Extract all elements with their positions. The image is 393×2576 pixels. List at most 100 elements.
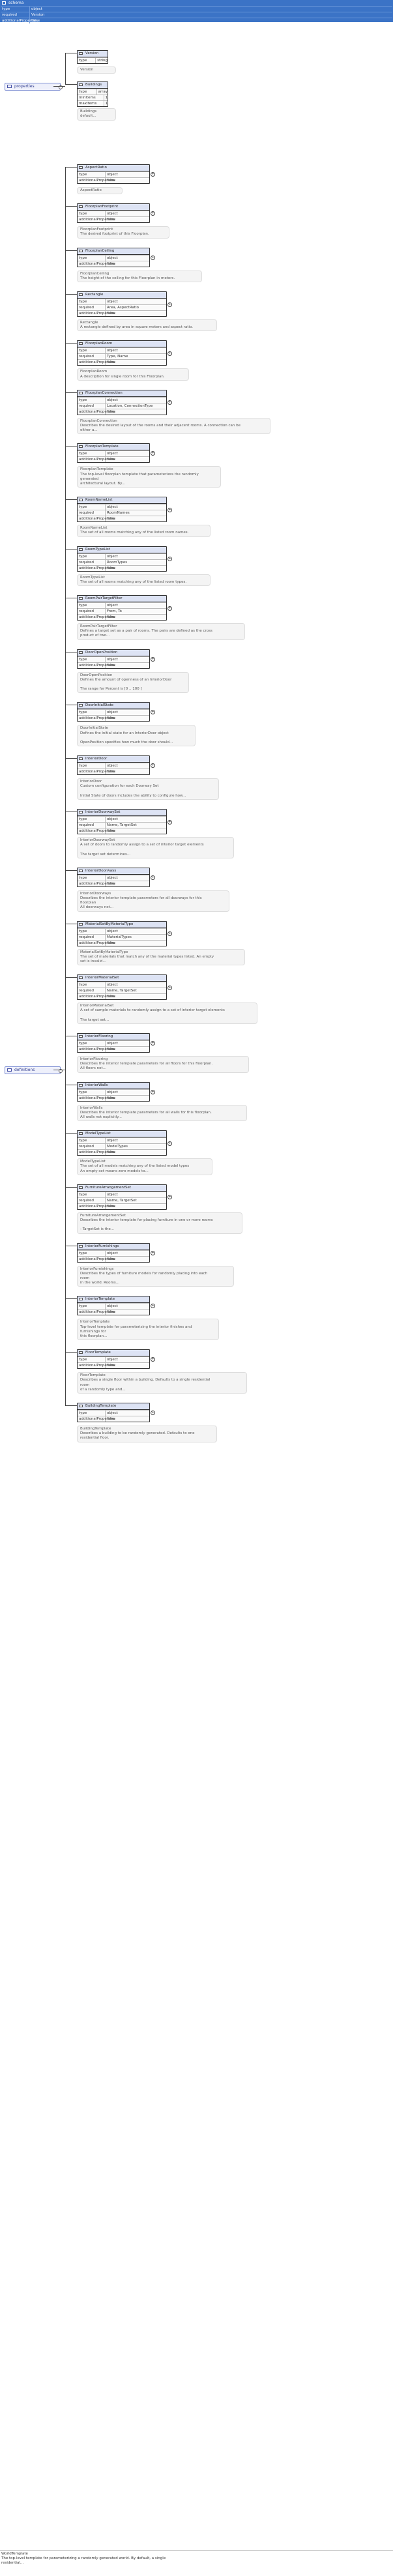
property-title[interactable]: FloorplanTemplate (78, 444, 149, 451)
property-title[interactable]: InteriorFlooring (78, 1034, 149, 1040)
property-title[interactable]: InteriorMaterialSet (78, 975, 166, 982)
property-title[interactable]: FloorTemplate (78, 1350, 149, 1357)
expand-toggle-icon[interactable]: + (151, 255, 155, 260)
expand-toggle-icon[interactable]: + (151, 1041, 155, 1046)
expand-toggle-icon[interactable]: + (151, 211, 155, 216)
property-title[interactable]: InteriorDoorwaySet (78, 810, 166, 816)
properties-collapse-toggle[interactable] (59, 85, 63, 89)
attribute-value: false (107, 941, 116, 945)
property-title[interactable]: Version (78, 51, 108, 57)
property-title[interactable]: AspectRatio (78, 165, 149, 171)
property-title[interactable]: InteriorDoorways (78, 868, 149, 875)
definitions-section[interactable]: definitions (5, 1066, 63, 1074)
property-title[interactable]: RoomNameList (78, 497, 166, 505)
property-title[interactable]: FloorplanConnection (78, 390, 166, 397)
expand-toggle-icon[interactable]: + (167, 400, 172, 405)
expand-toggle-icon[interactable]: + (167, 302, 172, 307)
expand-toggle-icon[interactable]: + (167, 1195, 172, 1200)
expand-toggle-icon[interactable]: + (167, 557, 172, 562)
property-title[interactable]: ModelTypeList (78, 1131, 166, 1138)
expand-toggle-icon[interactable]: + (151, 451, 155, 456)
expand-toggle-icon[interactable]: + (167, 931, 172, 937)
property-title[interactable]: InteriorFurnishings (78, 1243, 149, 1250)
expand-toggle-icon[interactable]: + (151, 710, 155, 715)
object-icon (79, 976, 83, 980)
expand-toggle-icon[interactable]: + (167, 351, 172, 356)
expand-toggle-icon[interactable]: + (167, 819, 172, 825)
property-title[interactable]: DoorInitialState (78, 703, 149, 710)
attribute-key: additionalProperties (79, 716, 115, 722)
description-note: MaterialSetByMaterialType The set of mat… (77, 948, 245, 966)
properties-section[interactable]: properties (5, 83, 63, 91)
property-title[interactable]: Rectangle (78, 292, 166, 299)
property-title[interactable]: InteriorTemplate (78, 1296, 149, 1304)
connector-line (65, 1133, 77, 1134)
expand-toggle-icon[interactable]: + (167, 1141, 172, 1146)
expand-toggle-icon[interactable]: + (151, 1089, 155, 1094)
expand-toggle-icon[interactable]: + (151, 656, 155, 662)
description-note: InteriorDoorwaySet A set of doors to ran… (77, 837, 234, 858)
attribute-key: type (78, 1250, 106, 1256)
expand-toggle-icon[interactable]: + (151, 1411, 155, 1415)
expand-toggle-icon[interactable]: + (151, 1304, 155, 1309)
property-title[interactable]: BuildingTemplate (78, 1403, 149, 1410)
attribute-value: object (107, 929, 118, 933)
property-title[interactable]: MaterialSetByMaterialType (78, 921, 166, 928)
property-title[interactable]: InteriorWalls (78, 1082, 149, 1089)
definitions-collapse-toggle[interactable] (59, 1069, 63, 1073)
expand-toggle-icon[interactable]: + (167, 606, 172, 611)
expand-toggle-icon[interactable]: + (167, 985, 172, 990)
expand-toggle-icon[interactable]: + (151, 1357, 155, 1362)
property-title[interactable]: Buildings (78, 82, 108, 89)
property-title[interactable]: RoomTypeList (78, 546, 166, 553)
root-row-key: type (1, 7, 30, 12)
property-title[interactable]: FloorplanFootprint (78, 204, 149, 211)
property-title[interactable]: FurnitureArrangementSet (78, 1184, 166, 1192)
expand-toggle-icon[interactable]: + (167, 507, 172, 512)
connector-line (65, 167, 66, 1405)
attribute-key: additionalProperties (79, 516, 115, 522)
property-title[interactable]: RoomPairTargetFilter (78, 596, 166, 602)
property-name: InteriorDoorways (85, 868, 117, 873)
property-title[interactable]: DoorOpenPosition (78, 649, 149, 656)
property-title[interactable]: FloorplanRoom (78, 341, 166, 348)
expand-toggle-icon[interactable]: + (151, 172, 155, 177)
property-title[interactable]: FloorplanCeiling (78, 248, 149, 255)
expand-toggle-icon[interactable]: + (151, 875, 155, 880)
description-note: Rectangle A rectangle defined by area in… (77, 319, 217, 332)
expand-toggle-icon[interactable]: + (151, 1250, 155, 1255)
attribute-value: object (107, 1042, 118, 1046)
expand-toggle-icon[interactable]: + (151, 763, 155, 768)
property-title[interactable]: InteriorDoor (78, 756, 149, 763)
